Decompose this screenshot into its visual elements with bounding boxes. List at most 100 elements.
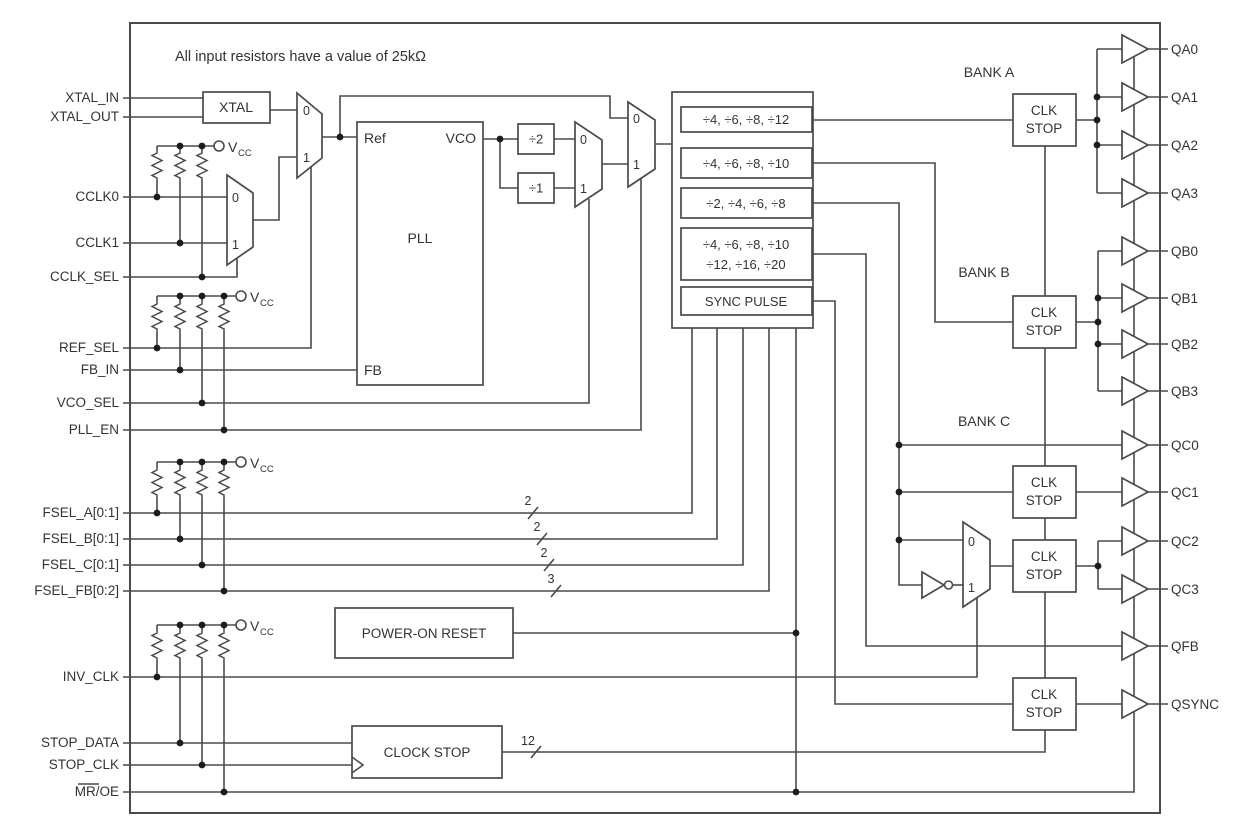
clk-stop-label-line2: STOP: [1026, 121, 1063, 136]
pin-vco-sel: VCO_SEL: [57, 199, 590, 410]
output-buffers: QA0 QA1 QA2 QA3 QB0 QB1: [1121, 33, 1219, 720]
input-pins: XTAL_IN XTAL_OUT CCLK0 CCLK1 CCLK_SEL RE…: [34, 90, 1135, 799]
resistor: [196, 629, 208, 662]
pll-bypass-mux: 0 1: [627, 100, 656, 189]
vco-div1-block: ÷1: [517, 172, 555, 204]
pin-stop-data: STOP_DATA: [41, 735, 352, 750]
clock-edge-wedge-icon: [351, 756, 365, 774]
pin-cclk-sel: CCLK_SEL: [50, 258, 238, 284]
clk-stop-label-line1: CLK: [1031, 103, 1057, 118]
pin-stop-clk: STOP_CLK: [49, 757, 352, 772]
pin-inv-clk: INV_CLK: [63, 598, 978, 684]
output-label-qa2: QA2: [1171, 138, 1198, 153]
vcc-label: V: [250, 455, 260, 471]
clk-stop-label-line1: CLK: [1031, 549, 1057, 564]
output-label-qc2: QC2: [1171, 534, 1199, 549]
output-buffer-qb1: QB1: [1121, 282, 1198, 314]
clk-stop-label-line1: CLK: [1031, 305, 1057, 320]
mux-input-1-label: 1: [303, 151, 310, 165]
divider-feedback-label-line1: ÷4, ÷6, ÷8, ÷10: [703, 237, 789, 252]
mux-input-1-label: 1: [580, 182, 587, 196]
clk-stop-label-line2: STOP: [1026, 323, 1063, 338]
div2-label: ÷2: [529, 132, 543, 147]
divider-bank-a-label: ÷4, ÷6, ÷8, ÷12: [703, 112, 789, 127]
vcc-terminal: [235, 456, 247, 468]
vcc-terminal: [235, 290, 247, 302]
clk-stop-label-line2: STOP: [1026, 705, 1063, 720]
mux-input-1-label: 1: [633, 158, 640, 172]
mux-input-0-label: 0: [303, 104, 310, 118]
buffer-icon: [1121, 81, 1150, 113]
output-label-qb3: QB3: [1171, 384, 1198, 399]
output-label-qb1: QB1: [1171, 291, 1198, 306]
buffer-icon: [1121, 328, 1150, 360]
divider-bank: ÷4, ÷6, ÷8, ÷12 ÷4, ÷6, ÷8, ÷10 ÷2, ÷4, …: [671, 91, 814, 329]
power-on-reset-block: POWER-ON RESET: [334, 607, 514, 659]
output-label-qfb: QFB: [1171, 639, 1199, 654]
divider-feedback-label-line2: ÷12, ÷16, ÷20: [706, 257, 785, 272]
output-buffer-qb2: QB2: [1121, 328, 1198, 360]
pin-label-cclk-sel: CCLK_SEL: [50, 269, 120, 284]
pin-label-inv-clk: INV_CLK: [63, 669, 119, 684]
output-label-qc1: QC1: [1171, 485, 1199, 500]
resistor: [174, 466, 186, 499]
pin-fsel-c: FSEL_C[0:1]: [42, 328, 744, 572]
vcc-label-sub: CC: [260, 464, 274, 475]
mux-input-0-label: 0: [968, 535, 975, 549]
output-buffer-qa2: QA2: [1121, 129, 1198, 161]
divider-feedback: ÷4, ÷6, ÷8, ÷10 ÷12, ÷16, ÷20: [680, 227, 813, 281]
pin-ref-sel: REF_SEL: [59, 167, 312, 355]
output-buffer-qc2: QC2: [1121, 525, 1199, 557]
output-buffer-qa1: QA1: [1121, 81, 1198, 113]
output-buffer-qc3: QC3: [1121, 573, 1199, 605]
chip-outline: [129, 22, 1161, 814]
output-label-qb0: QB0: [1171, 244, 1198, 259]
mux-input-1-label: 1: [232, 238, 239, 252]
output-buffer-qsync: QSYNC: [1121, 688, 1219, 720]
vco-div2-block: ÷2: [517, 123, 555, 155]
bus-width-fsel-a: 2: [525, 494, 532, 508]
pin-cclk1: CCLK1: [75, 235, 227, 250]
clk-stop-label-line2: STOP: [1026, 567, 1063, 582]
output-label-qa0: QA0: [1171, 42, 1198, 57]
pin-fsel-a: FSEL_A[0:1]: [42, 328, 693, 520]
resistor: [196, 149, 208, 182]
pll-fb-port-label: FB: [364, 362, 382, 378]
output-label-qa3: QA3: [1171, 186, 1198, 201]
pin-label-fsel-fb: FSEL_FB[0:2]: [34, 583, 119, 598]
pin-label-fsel-b: FSEL_B[0:1]: [42, 531, 119, 546]
vcc-label-sub: CC: [260, 298, 274, 309]
bank-b-caption: BANK B: [958, 264, 1009, 280]
sync-pulse-label: SYNC PULSE: [705, 294, 788, 309]
buffer-icon: [1121, 525, 1150, 557]
pin-label-cclk1: CCLK1: [75, 235, 119, 250]
vcc-label-sub: CC: [260, 627, 274, 638]
resistor: [174, 629, 186, 662]
buffer-icon: [1121, 429, 1150, 461]
pin-label-pll-en: PLL_EN: [69, 422, 119, 437]
clk-stop-label-line1: CLK: [1031, 687, 1057, 702]
bank-a-caption: BANK A: [964, 64, 1015, 80]
pin-xtal-out: XTAL_OUT: [50, 109, 203, 124]
divider-bank-c-label: ÷2, ÷4, ÷6, ÷8: [706, 196, 785, 211]
pin-label-xtal-in: XTAL_IN: [65, 90, 119, 105]
divider-bank-b: ÷4, ÷6, ÷8, ÷10: [680, 147, 813, 179]
output-buffer-qa3: QA3: [1121, 177, 1198, 209]
vcc-label: V: [228, 139, 238, 155]
clk-stop-label-line2: STOP: [1026, 493, 1063, 508]
output-buffer-qa0: QA0: [1121, 33, 1198, 65]
pin-label-fb-in: FB_IN: [81, 362, 119, 377]
mux-input-0-label: 0: [232, 191, 239, 205]
bus-width-fsel-c: 2: [541, 546, 548, 560]
vcc-terminal: [235, 619, 247, 631]
output-label-qa1: QA1: [1171, 90, 1198, 105]
pin-label-cclk0: CCLK0: [75, 189, 119, 204]
sync-pulse-block: SYNC PULSE: [680, 286, 813, 316]
clk-stop-bank-a: CLK STOP: [1012, 93, 1077, 147]
output-label-qc3: QC3: [1171, 582, 1199, 597]
div1-label: ÷1: [529, 181, 543, 196]
output-buffer-qc1: QC1: [1121, 476, 1199, 508]
xtal-block-label: XTAL: [219, 99, 253, 115]
pin-label-xtal-out: XTAL_OUT: [50, 109, 119, 124]
cclk-select-mux: 0 1: [226, 173, 254, 267]
